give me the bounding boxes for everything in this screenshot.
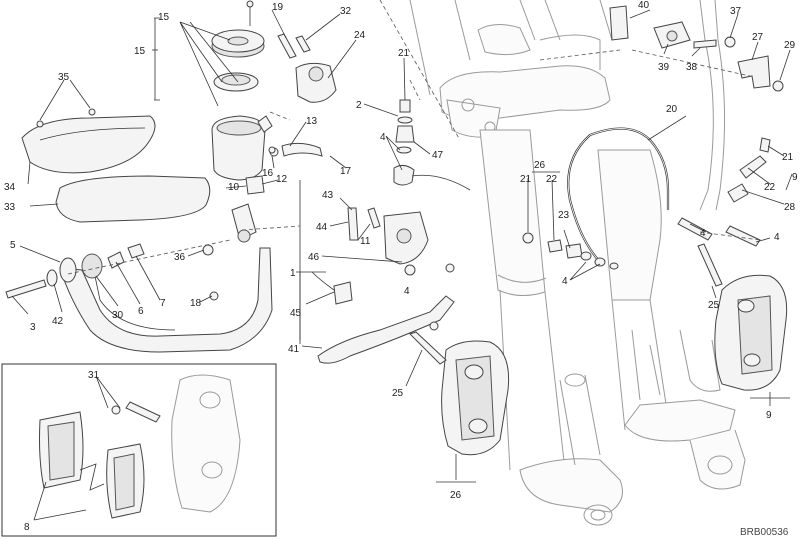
leader-lines <box>11 0 793 521</box>
label-22-right: 22 <box>764 182 776 193</box>
label-47: 47 <box>432 150 444 161</box>
right-brake-caliper <box>697 243 788 391</box>
label-21-center: 21 <box>520 174 532 185</box>
label-6: 6 <box>138 306 144 317</box>
label-12: 12 <box>276 174 288 185</box>
brake-pads-inset <box>1 363 277 537</box>
lever-bracket-fitting <box>277 33 337 103</box>
label-4-lower: 4 <box>404 286 410 297</box>
label-24: 24 <box>354 30 366 41</box>
label-42: 42 <box>52 316 64 327</box>
label-26-bottom: 26 <box>450 490 462 501</box>
label-9-bottom: 9 <box>766 410 772 421</box>
label-18: 18 <box>190 298 202 309</box>
label-31: 31 <box>88 370 100 381</box>
label-26-center: 26 <box>534 160 546 171</box>
label-32: 32 <box>340 6 352 17</box>
label-25-right: 25 <box>708 300 720 311</box>
label-4-top: 4 <box>380 132 386 143</box>
reservoir-hose <box>281 142 323 157</box>
label-33: 33 <box>4 202 16 213</box>
label-25-left: 25 <box>392 388 404 399</box>
left-brake-caliper <box>409 331 510 456</box>
label-11: 11 <box>360 236 371 247</box>
label-16: 16 <box>262 168 274 179</box>
label-45: 45 <box>290 308 302 319</box>
label-4-center-a: 4 <box>700 228 706 239</box>
label-38: 38 <box>686 62 698 73</box>
label-39: 39 <box>658 62 670 73</box>
label-9-top: 9 <box>792 172 798 183</box>
label-20: 20 <box>666 104 678 115</box>
label-35: 35 <box>58 72 70 83</box>
label-46: 46 <box>308 252 320 263</box>
label-4-center-b: 4 <box>774 232 780 243</box>
label-7: 7 <box>160 298 166 309</box>
label-17: 17 <box>340 166 352 177</box>
fork-and-frame-outline <box>409 0 746 526</box>
brake-lever-assembly <box>311 207 455 364</box>
label-41: 41 <box>288 344 300 355</box>
part-number-labels: 15 15 19 32 24 40 37 27 29 39 38 35 21 2… <box>4 0 798 533</box>
label-29: 29 <box>784 40 796 51</box>
label-10: 10 <box>228 182 240 193</box>
label-14: 15 <box>158 12 170 23</box>
label-34: 34 <box>4 182 16 193</box>
label-3: 3 <box>30 322 36 333</box>
label-28: 28 <box>784 202 796 213</box>
label-19: 19 <box>272 2 284 13</box>
label-27: 27 <box>752 32 764 43</box>
hand-guard-assembly <box>5 108 276 353</box>
label-2: 2 <box>356 100 362 111</box>
label-22-center: 22 <box>546 174 558 185</box>
label-37: 37 <box>730 6 742 17</box>
label-21-right: 21 <box>782 152 794 163</box>
label-5: 5 <box>10 240 16 251</box>
label-30: 30 <box>112 310 124 321</box>
front-brake-master-cylinder <box>211 0 279 181</box>
banjo-fitting-stack <box>393 99 471 191</box>
label-4-center-c: 4 <box>562 276 568 287</box>
label-40: 40 <box>638 0 650 11</box>
right-hose-fittings <box>677 137 771 247</box>
label-21-top: 21 <box>398 48 410 59</box>
label-43: 43 <box>322 190 334 201</box>
label-8: 8 <box>24 522 30 533</box>
top-right-sensor-parts <box>609 5 784 92</box>
label-15: 15 <box>134 46 146 57</box>
label-13: 13 <box>306 116 318 127</box>
label-44: 44 <box>316 222 328 233</box>
label-23: 23 <box>558 210 570 221</box>
label-1: 1 <box>290 268 296 279</box>
diagram-code: BRB00536 <box>740 527 789 538</box>
label-36: 36 <box>174 252 186 263</box>
